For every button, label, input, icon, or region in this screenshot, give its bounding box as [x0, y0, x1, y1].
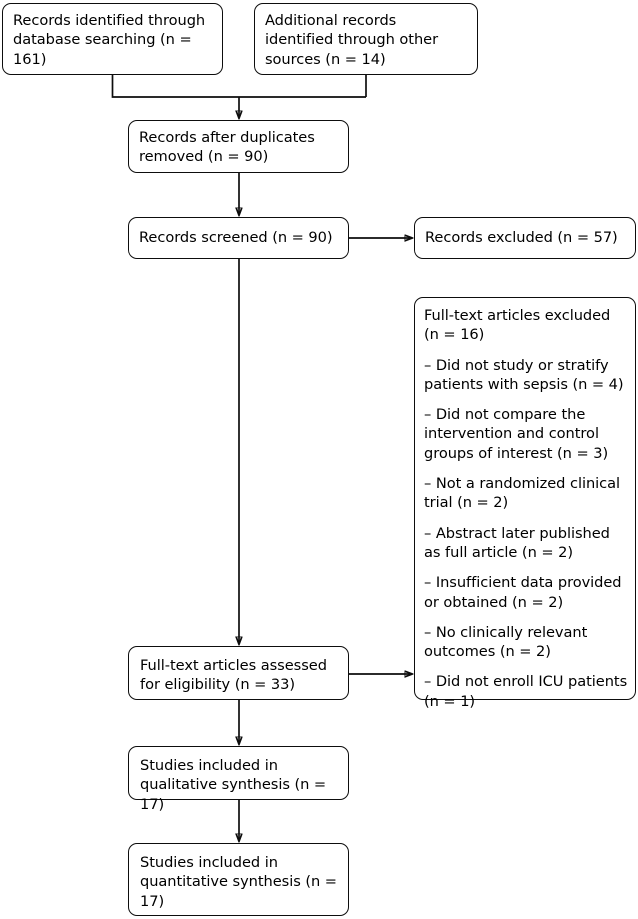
node-records-identified-other-sources: Additional records identified through ot…: [254, 3, 478, 75]
node-fulltext-articles-excluded: Full-text articles excluded (n = 16) – D…: [414, 297, 636, 710]
node-records-identified-database: Records identified through database sear…: [2, 3, 223, 75]
exclusion-reason: – No clinically relevant outcomes (n = 2…: [424, 623, 592, 661]
node-studies-qualitative-synthesis: Studies included in qualitative synthesi…: [128, 746, 349, 813]
node-records-excluded: Records excluded (n = 57): [414, 217, 636, 259]
wire-database-to-merge: [111, 75, 366, 98]
exclusion-reason: – Did not study or stratify patients wit…: [424, 356, 624, 393]
exclusion-reason: – Abstract later published as full artic…: [424, 524, 615, 561]
exclusion-reason: – Not a randomized clinical trial (n = 2…: [424, 475, 625, 512]
exclusion-heading: Full-text articles excluded (n = 16): [424, 307, 615, 344]
node-records-after-duplicates-removed: Records after duplicates removed (n = 90…: [128, 120, 349, 173]
exclusion-reason: – Did not enroll ICU patients (n = 1): [424, 673, 632, 710]
node-fulltext-articles-assessed: Full-text articles assessed for eligibil…: [128, 646, 349, 700]
exclusion-reason: – Insufficient data provided or obtained…: [424, 574, 627, 611]
node-studies-quantitative-synthesis: Studies included in quantitative synthes…: [128, 843, 349, 916]
exclusion-reason: – Did not compare the intervention and c…: [424, 406, 609, 462]
node-records-screened: Records screened (n = 90): [128, 217, 349, 259]
